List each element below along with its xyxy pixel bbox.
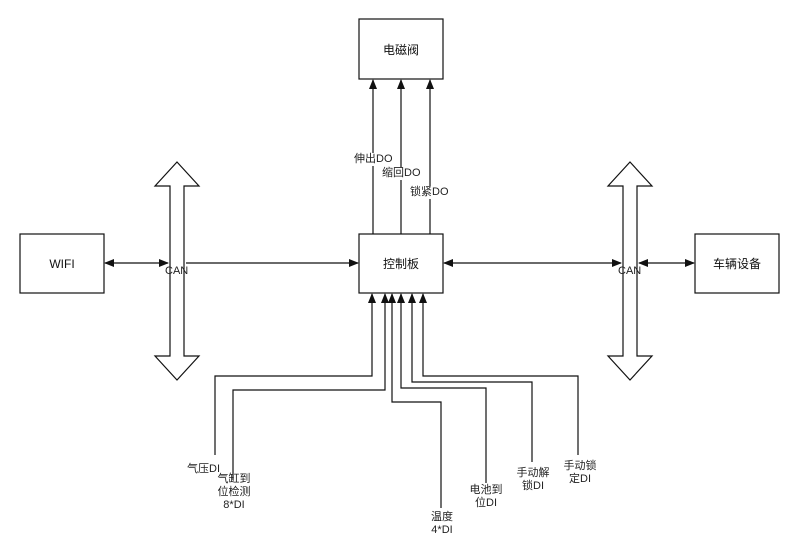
can-bus-left xyxy=(153,161,201,381)
valve-label: 电磁阀 xyxy=(382,42,419,57)
input-line-air-pressure xyxy=(214,293,376,455)
input-label-battery: 电池到 位DI xyxy=(466,484,506,510)
wifi-box xyxy=(19,233,105,294)
can-label-left: CAN xyxy=(165,265,189,277)
input-label-temperature-line1: 温度 xyxy=(431,511,453,523)
input-line-battery xyxy=(397,293,487,483)
can-bus-right xyxy=(606,161,654,381)
input-label-temperature: 温度 4*DI xyxy=(424,511,460,537)
input-label-manual-unlock-line1: 手动解 xyxy=(516,467,550,479)
output-label-extend: 伸出DO xyxy=(354,153,393,166)
input-label-cylinder-line1: 气缸到 xyxy=(217,473,251,485)
input-label-manual-unlock: 手动解 锁DI xyxy=(513,467,553,493)
input-label-cylinder: 气缸到 位检测 8*DI xyxy=(212,473,256,512)
input-line-manual-lock xyxy=(419,293,579,455)
input-line-cylinder xyxy=(232,293,389,480)
input-label-temperature-line2: 4*DI xyxy=(431,524,453,536)
input-label-air-pressure: 气压DI xyxy=(187,463,220,475)
input-label-manual-lock: 手动锁 定DI xyxy=(560,460,600,486)
input-label-battery-line2: 位DI xyxy=(475,497,497,509)
wifi-label: WIFI xyxy=(49,256,75,271)
input-label-manual-lock-line1: 手动锁 xyxy=(563,460,597,472)
input-line-temperature xyxy=(388,293,442,508)
controller-box xyxy=(358,233,444,294)
input-label-manual-unlock-line2: 锁DI xyxy=(522,480,544,492)
input-label-battery-line1: 电池到 xyxy=(469,484,503,496)
input-line-manual-unlock xyxy=(408,293,533,462)
vehicle-box xyxy=(694,233,780,294)
input-label-cylinder-line2: 位检测 xyxy=(217,486,251,498)
can-label-right: CAN xyxy=(618,265,642,277)
input-label-cylinder-line3: 8*DI xyxy=(223,499,245,511)
vehicle-label: 车辆设备 xyxy=(712,257,761,271)
controller-label: 控制板 xyxy=(382,257,419,271)
output-label-lock: 锁紧DO xyxy=(410,186,449,199)
output-label-retract: 缩回DO xyxy=(382,167,421,180)
input-label-manual-lock-line2: 定DI xyxy=(569,473,591,485)
valve-box xyxy=(358,18,444,80)
